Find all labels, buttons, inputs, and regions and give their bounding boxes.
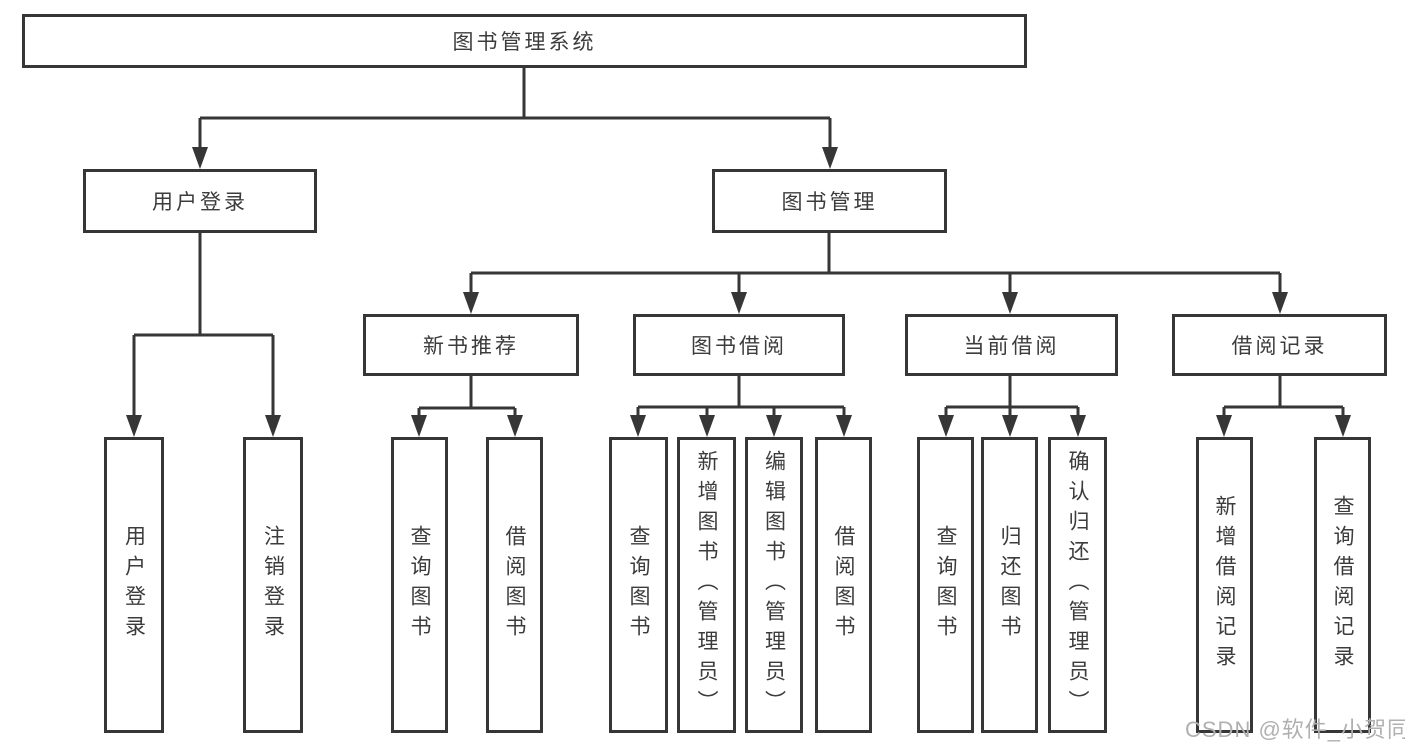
node-label: 借阅记录 xyxy=(1231,335,1328,358)
leaf-borrow-books-newbooks: 借阅图书 xyxy=(486,437,543,733)
node-label: 借阅图书 xyxy=(503,525,526,645)
node-borrowing-records: 借阅记录 xyxy=(1172,314,1387,376)
node-label: 注销登录 xyxy=(261,525,285,645)
node-label: 借阅图书 xyxy=(832,525,855,645)
node-book-management: 图书管理 xyxy=(712,169,947,233)
node-label: 图书借阅 xyxy=(691,335,787,358)
node-label: 图书管理系统 xyxy=(452,31,597,54)
leaf-borrow-books-borrowing: 借阅图书 xyxy=(815,437,872,733)
leaf-return-books: 归还图书 xyxy=(981,437,1038,733)
node-new-book-recommendation: 新书推荐 xyxy=(363,314,579,376)
leaf-query-books-current: 查询图书 xyxy=(917,437,974,733)
node-label: 查询借阅记录 xyxy=(1331,495,1354,675)
leaf-add-borrow-record: 新增借阅记录 xyxy=(1196,437,1253,733)
node-library-management-system: 图书管理系统 xyxy=(22,14,1027,68)
node-label: 新书推荐 xyxy=(423,335,519,358)
leaf-query-borrow-record: 查询借阅记录 xyxy=(1314,437,1371,733)
leaf-query-books-borrowing: 查询图书 xyxy=(609,437,668,733)
node-label: 确认归还（管理员） xyxy=(1066,450,1089,720)
node-label: 编辑图书（管理员） xyxy=(762,450,786,720)
leaf-add-book-admin: 新增图书（管理员） xyxy=(677,437,736,733)
node-user-login: 用户登录 xyxy=(83,169,317,233)
node-label: 当前借阅 xyxy=(963,335,1060,358)
csdn-watermark: CSDN @软件_小贺同学 xyxy=(1185,717,1405,742)
node-label: 用户登录 xyxy=(122,525,146,645)
leaf-logout: 注销登录 xyxy=(243,437,303,733)
node-label: 用户登录 xyxy=(152,191,248,214)
node-label: 图书管理 xyxy=(781,191,878,214)
leaf-confirm-return-admin: 确认归还（管理员） xyxy=(1048,437,1107,733)
node-label: 归还图书 xyxy=(998,525,1021,645)
node-current-borrowing: 当前借阅 xyxy=(905,314,1118,376)
leaf-user-login: 用户登录 xyxy=(104,437,164,733)
node-label: 查询图书 xyxy=(627,525,650,645)
node-book-borrowing: 图书借阅 xyxy=(633,314,845,376)
leaf-edit-book-admin: 编辑图书（管理员） xyxy=(745,437,803,733)
leaf-query-books-newbooks: 查询图书 xyxy=(391,437,448,733)
node-label: 新增图书（管理员） xyxy=(695,450,718,720)
node-label: 新增借阅记录 xyxy=(1213,495,1236,675)
node-label: 查询图书 xyxy=(934,525,957,645)
node-label: 查询图书 xyxy=(408,525,431,645)
